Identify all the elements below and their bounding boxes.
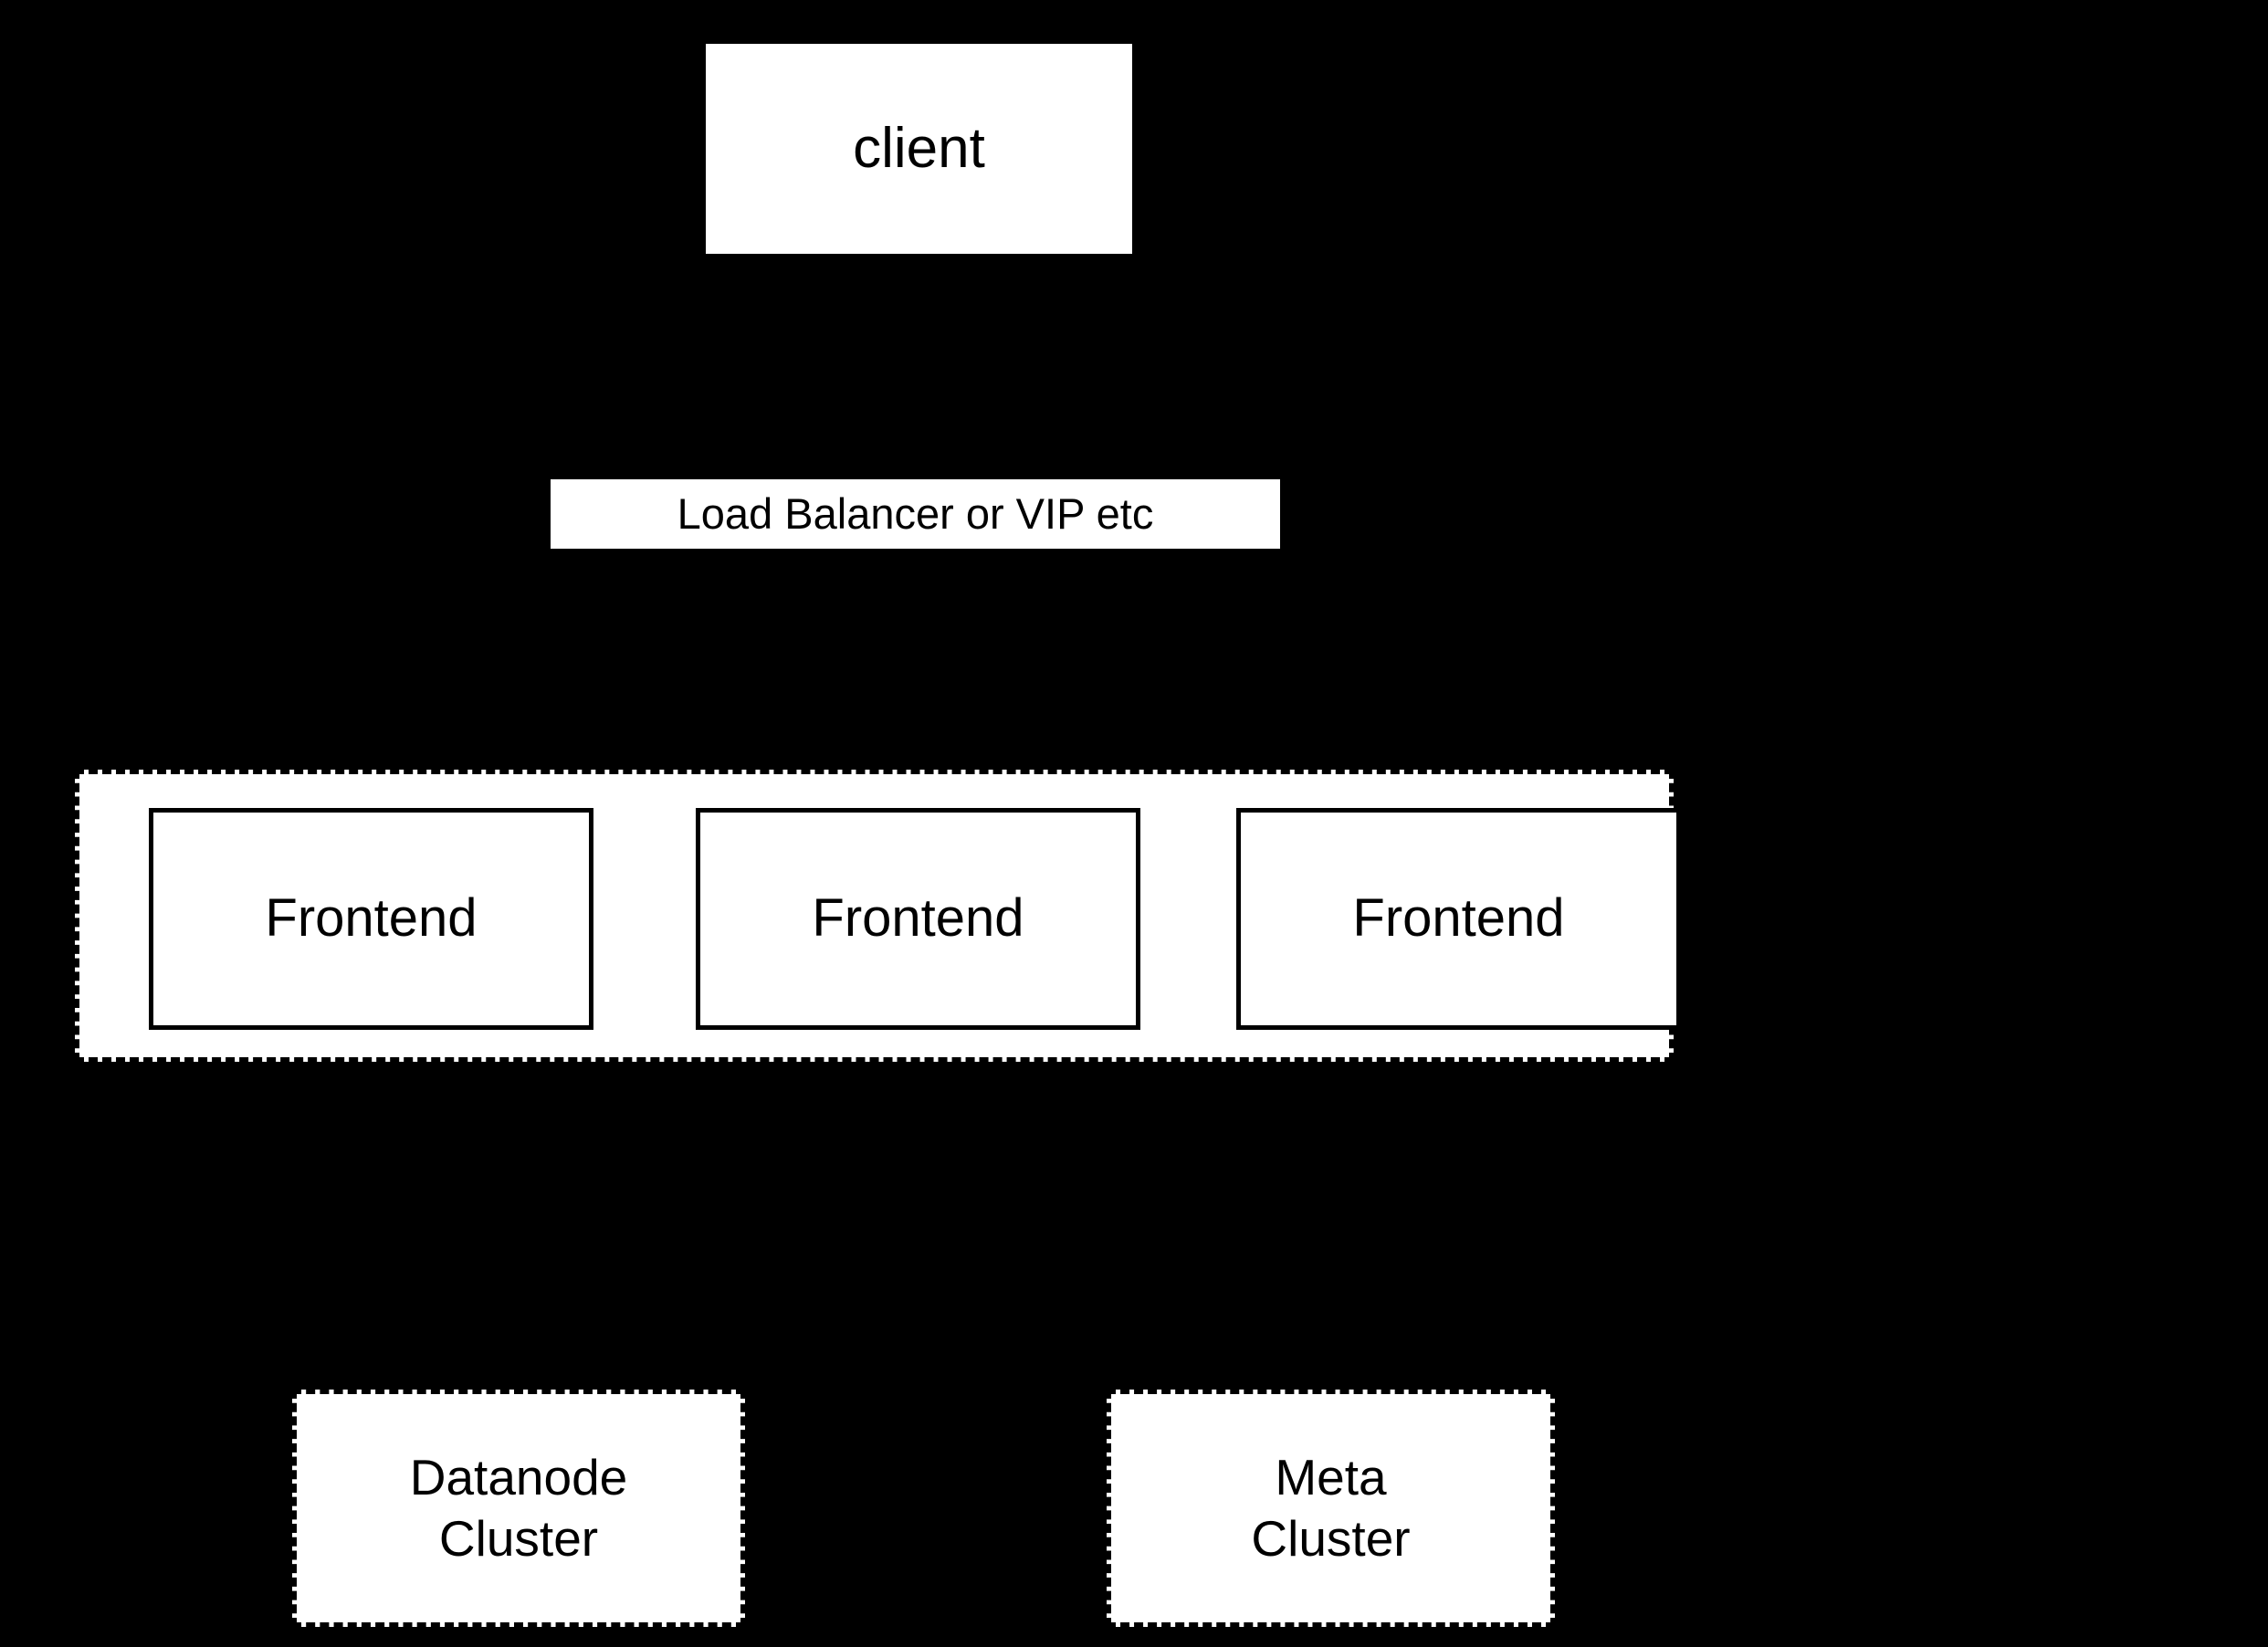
frontend-node-2[interactable]: Frontend	[696, 808, 1140, 1030]
client-node[interactable]: client	[706, 44, 1132, 254]
meta-cluster-node[interactable]: Meta Cluster	[1107, 1390, 1555, 1627]
load-balancer-node[interactable]: Load Balancer or VIP etc	[551, 479, 1280, 549]
frontend-node-1[interactable]: Frontend	[149, 808, 593, 1030]
datanode-cluster-node[interactable]: Datanode Cluster	[292, 1390, 745, 1627]
frontend-cluster-group: Frontend Frontend Frontend	[75, 770, 1681, 1062]
frontend-node-3[interactable]: Frontend	[1236, 808, 1681, 1030]
